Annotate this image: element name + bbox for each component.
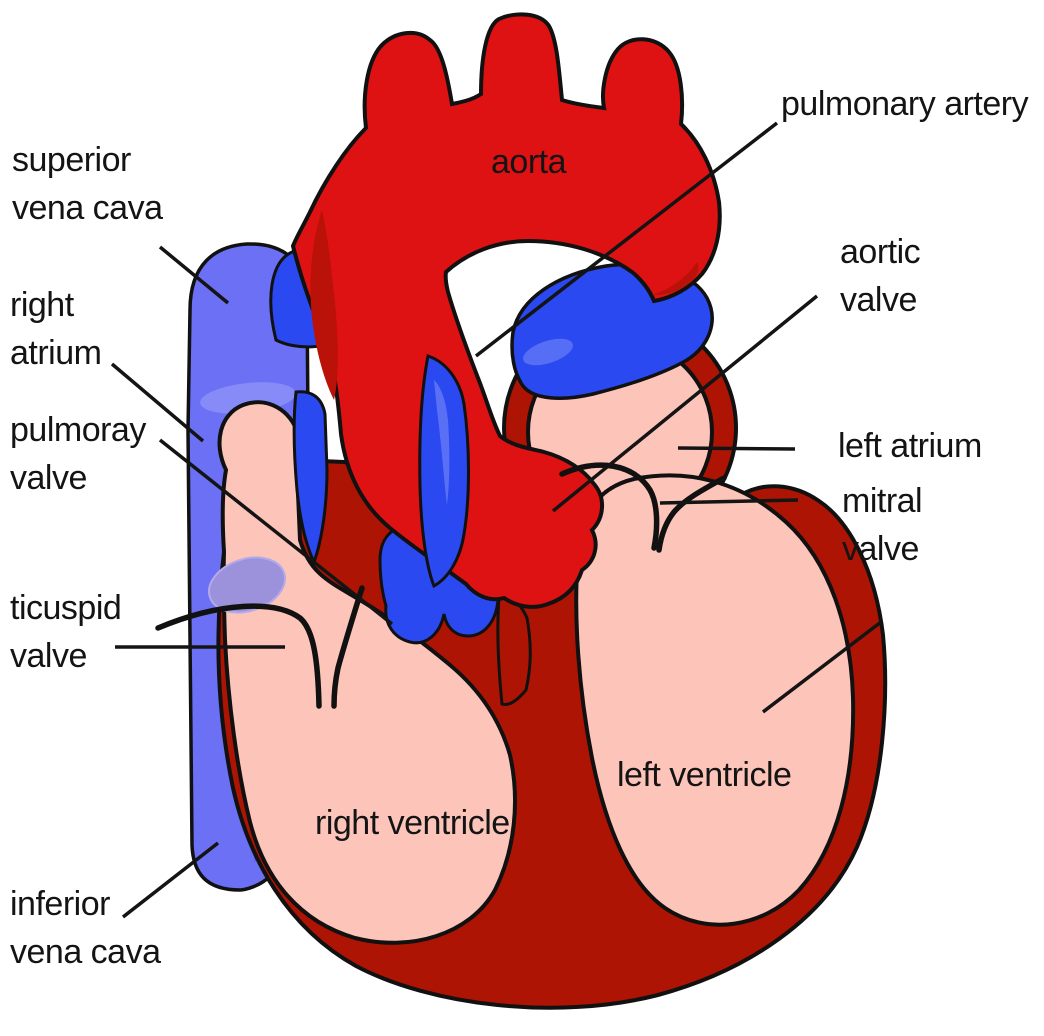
label-aortic-valve-line-0: aortic bbox=[840, 233, 921, 271]
label-right-ventricle: right ventricle bbox=[315, 799, 510, 847]
leader-line-mitral-valve bbox=[659, 498, 799, 505]
leader-lines bbox=[110, 121, 883, 919]
leader-line-pulmoray-valve bbox=[158, 438, 394, 626]
label-pulmonary-artery: pulmonary artery bbox=[781, 80, 1029, 128]
label-left-ventricle-line-0: left ventricle bbox=[617, 756, 792, 794]
left-ventricle-shape bbox=[574, 473, 856, 927]
aorta-shape bbox=[290, 12, 722, 609]
label-aortic-valve: aortic valve bbox=[840, 228, 921, 324]
label-aorta: aorta bbox=[491, 138, 567, 186]
label-pulmoray-valve-line-0: pulmoray bbox=[10, 411, 146, 449]
aorta-shade-left bbox=[310, 210, 338, 400]
label-superior-vena-cava-line-0: superior bbox=[12, 141, 131, 179]
label-aorta-line-0: aorta bbox=[491, 143, 567, 181]
label-pulmonary-artery-line-0: pulmonary artery bbox=[781, 85, 1029, 123]
leader-line-left-atrium bbox=[677, 446, 796, 451]
leader-line-aortic-valve bbox=[551, 294, 819, 513]
leader-line-superior-vena-cava bbox=[158, 245, 230, 305]
label-ticuspid-valve: ticuspid valve bbox=[10, 584, 122, 680]
tricuspid-left-leaflet bbox=[155, 603, 322, 709]
label-right-atrium-line-0: right bbox=[10, 286, 74, 324]
label-mitral-valve-line-0: mitral bbox=[842, 482, 923, 520]
label-mitral-valve: mitral valve bbox=[842, 477, 923, 573]
tricuspid-valve-curves bbox=[155, 585, 365, 709]
descending-aorta-shape bbox=[496, 583, 532, 706]
label-left-atrium: left atrium bbox=[838, 422, 982, 470]
label-inferior-vena-cava: inferior vena cava bbox=[10, 880, 161, 976]
label-inferior-vena-cava-line-1: vena cava bbox=[10, 933, 161, 971]
label-right-atrium: right atrium bbox=[10, 281, 102, 377]
pulmonary-artery-highlight bbox=[523, 338, 573, 366]
tricuspid-right-leaflet bbox=[331, 585, 365, 709]
right-atrium-ventricle-shape bbox=[217, 400, 517, 945]
mitral-valve-curves bbox=[559, 462, 727, 553]
label-ticuspid-valve-line-0: ticuspid bbox=[10, 589, 122, 627]
label-aortic-valve-line-1: valve bbox=[840, 281, 917, 319]
label-pulmoray-valve-line-1: valve bbox=[10, 459, 87, 497]
label-superior-vena-cava: superior vena cava bbox=[12, 136, 163, 232]
leader-line-left-ventricle bbox=[761, 620, 883, 714]
label-mitral-valve-line-1: valve bbox=[842, 530, 919, 568]
aorta-shade-right bbox=[652, 262, 699, 296]
label-right-atrium-line-1: atrium bbox=[10, 334, 102, 372]
label-superior-vena-cava-line-1: vena cava bbox=[12, 189, 163, 227]
label-left-atrium-line-0: left atrium bbox=[838, 427, 982, 465]
pulmonary-trunk-front-highlight bbox=[434, 380, 450, 505]
leader-line-inferior-vena-cava bbox=[121, 841, 220, 919]
mitral-left-leaflet bbox=[559, 462, 660, 551]
label-pulmoray-valve: pulmoray valve bbox=[10, 406, 146, 502]
label-inferior-vena-cava-line-0: inferior bbox=[10, 885, 110, 923]
leader-line-pulmonary-artery bbox=[474, 121, 779, 358]
fossa-ovalis-blob bbox=[208, 556, 286, 614]
leader-line-right-atrium bbox=[110, 362, 205, 443]
label-ticuspid-valve-line-1: valve bbox=[10, 637, 87, 675]
label-left-ventricle: left ventricle bbox=[617, 751, 792, 799]
label-right-ventricle-line-0: right ventricle bbox=[315, 804, 510, 842]
mitral-right-leaflet bbox=[656, 475, 727, 553]
